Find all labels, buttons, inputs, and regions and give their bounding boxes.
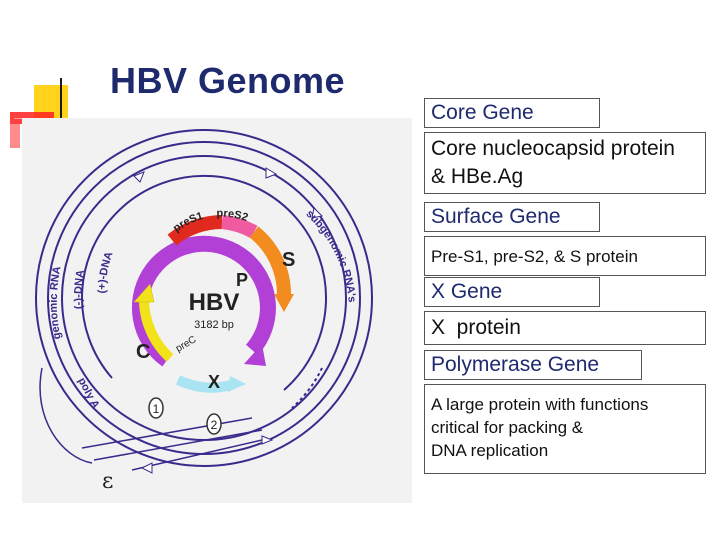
strand-label-plus-dna: (+)-DNA (96, 250, 115, 293)
subgenomic-textpath: subgenomic RNA's (304, 208, 358, 303)
dr2-label: 2 (211, 418, 218, 432)
polymerase-arrowhead (244, 344, 266, 366)
gene-label-p: P (236, 270, 248, 290)
dr2-marker (206, 413, 222, 435)
polymerase-gene-header: Polymerase Gene (424, 350, 642, 380)
segment-label-prec: preC (174, 334, 198, 354)
core-gene-description: Core nucleocapsid protein & HBe.Ag (424, 132, 706, 194)
polymerase-gene-description: A large protein with functions critical … (424, 384, 706, 474)
hbv-genome-diagram: 1 2 HBV 3182 bp P S C X preC preS1 preS2… (22, 118, 412, 503)
x-gene-description-text: X protein (431, 316, 521, 339)
tail-line-1 (81, 417, 253, 449)
s-gene-arrowhead (274, 294, 294, 312)
gene-label-c: C (136, 341, 150, 363)
core-gene-arrowhead (133, 283, 155, 303)
gene-label-s: S (282, 249, 295, 271)
ring-arrow-3 (311, 206, 324, 219)
outer-rna-circle (35, 129, 373, 467)
page-title: HBV Genome (110, 60, 346, 101)
tail-line-3 (131, 439, 263, 471)
surface-gene-description-text: Pre-S1, pre-S2, & S protein (431, 247, 638, 266)
dr1-label: 1 (153, 402, 160, 416)
strand-tails (39, 367, 263, 471)
ring-arrow-5 (261, 435, 274, 445)
decorative-line (60, 78, 62, 118)
x-gene-description: X protein (424, 311, 706, 345)
plus-dna-textpath: (+)-DNA (96, 250, 115, 293)
polymerase-gene-description-text: A large protein with functions critical … (431, 395, 649, 460)
polymerase-gene-arc (131, 235, 276, 367)
pres1-arc (167, 215, 223, 246)
decorative-bar-vertical (10, 112, 20, 148)
strand-arrows (133, 167, 324, 474)
ring-arrow-4 (140, 462, 153, 474)
ring-arrow-2 (265, 167, 278, 179)
core-gene-arc (138, 297, 174, 362)
pres2-arc (221, 215, 258, 239)
genome-map: 1 2 HBV 3182 bp P S C X preC preS1 preS2… (35, 129, 373, 494)
strand-label-minus-dna: (-)-DNA (73, 269, 87, 310)
hbv-center-label: HBV (189, 289, 240, 316)
tail-curve (39, 367, 93, 464)
x-gene-arrowhead (228, 376, 246, 392)
surface-gene-description: Pre-S1, pre-S2, & S protein (424, 236, 706, 276)
dr1-marker (148, 397, 164, 419)
tail-line-2 (93, 429, 263, 461)
subgenomic-dashed-arc (291, 367, 323, 409)
plus-dna-arc (81, 174, 327, 391)
core-gene-header: Core Gene (424, 98, 600, 128)
s-gene-arc (249, 226, 292, 297)
gene-label-x: X (208, 372, 220, 392)
genome-size-label: 3182 bp (194, 319, 234, 331)
epsilon-label: ε (102, 469, 113, 494)
x-gene-arc (175, 375, 236, 393)
x-gene-header: X Gene (424, 277, 600, 307)
core-gene-description-text: Core nucleocapsid protein & HBe.Ag (431, 137, 675, 188)
ring-arrow-1 (133, 171, 145, 183)
minus-dna-textpath: (-)-DNA (73, 269, 87, 310)
strand-label-subgenomic: subgenomic RNA's (304, 208, 358, 303)
surface-gene-header: Surface Gene (424, 202, 600, 232)
